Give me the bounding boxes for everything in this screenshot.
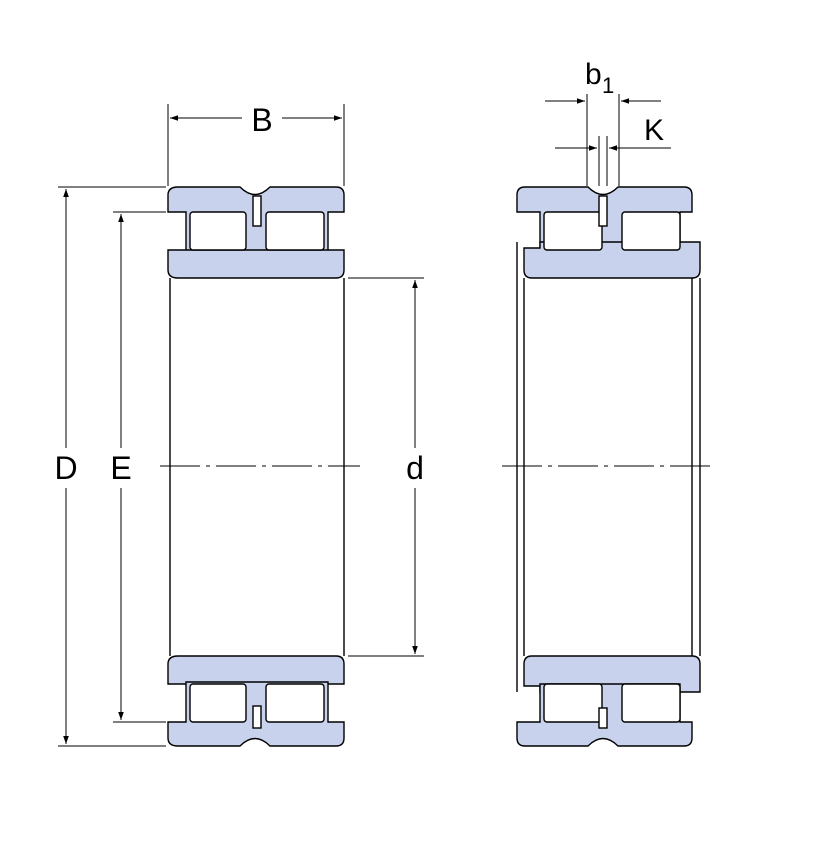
label-b1-main: b [585,58,602,91]
right-bottom-lube-hole [598,707,608,729]
left-view [167,186,345,747]
label-d: d [406,450,424,486]
left-top-inner-ring [167,249,345,279]
right-top-lube-hole [598,195,608,227]
right-top-roller-1 [543,211,603,251]
dimensions [58,94,671,747]
right-bottom-roller-2 [621,683,681,723]
left-bottom-inner-ring [167,655,345,685]
label-E: E [110,450,131,486]
right-view [516,186,701,747]
right-top-roller-2 [621,211,681,251]
right-bottom-roller-1 [543,683,603,723]
left-top-roller-1 [189,211,247,251]
label-B: B [251,102,272,138]
left-bottom-roller-2 [265,683,325,723]
left-bottom-lube-hole [252,705,262,729]
label-b1-sub: 1 [602,73,614,98]
left-top-lube-hole [252,195,262,227]
left-bottom-roller-1 [189,683,247,723]
left-top-roller-2 [265,211,325,251]
right-top-inner-ring [523,241,701,279]
label-K: K [644,114,664,147]
label-D: D [54,450,77,486]
